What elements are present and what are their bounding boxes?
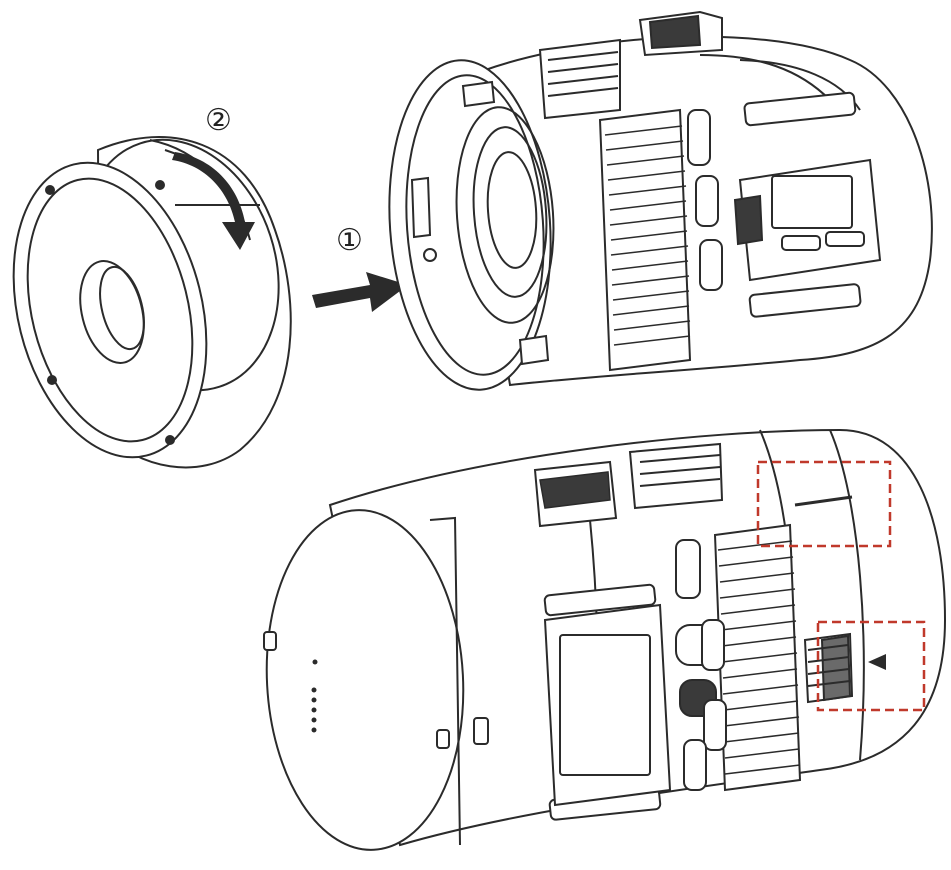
light-body-open xyxy=(388,10,933,391)
highlight-box-alignment-line xyxy=(756,460,892,548)
step-1-label: ① xyxy=(336,223,363,258)
lens-cap xyxy=(12,136,292,469)
triangle-left-icon xyxy=(868,654,886,670)
push-arrow-icon xyxy=(312,272,408,312)
light-body-capped xyxy=(263,428,947,851)
step-2-label: ② xyxy=(205,103,232,138)
highlight-box-alignment-tab xyxy=(816,620,926,712)
rotate-arrow-icon xyxy=(172,152,255,250)
